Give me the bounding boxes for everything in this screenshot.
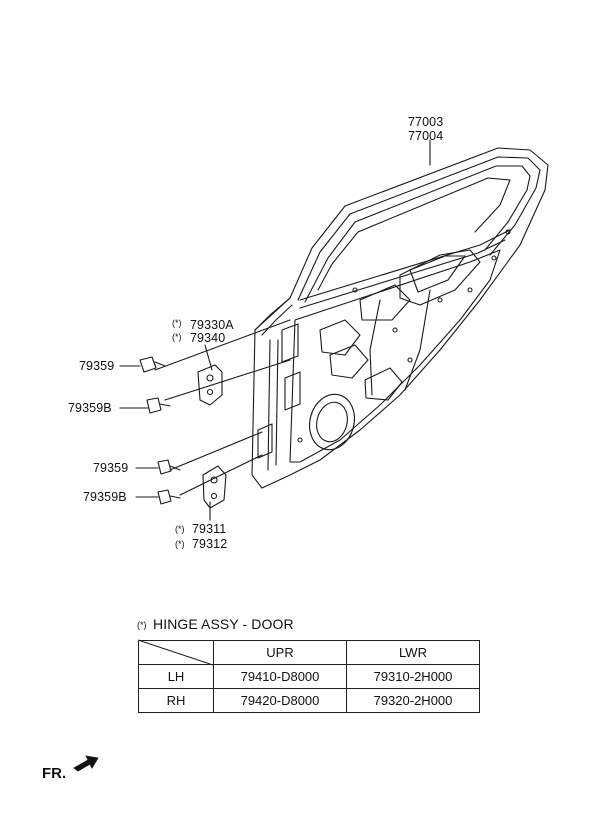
legend-title: HINGE ASSY - DOOR [153,616,294,632]
table-header-row: UPR LWR [138,640,480,665]
table-header-lwr: LWR [346,640,480,665]
inner-panel [289,249,501,463]
label-79359b-lower: 79359B [83,490,127,504]
star-mark: (*) [175,524,185,534]
label-79340: 79340 [190,331,226,345]
label-79359-lower: 79359 [93,461,129,475]
table-cell-lwr: 79320-2H000 [346,688,480,713]
table-cell-side: RH [138,688,214,713]
upper-bolt-1 [139,356,166,373]
front-indicator: FR. [42,765,67,782]
label-79330a: 79330A [190,318,234,332]
legend-mark: (*) [137,620,147,630]
label-79359-upper: 79359 [79,359,115,373]
table-header-blank [138,640,214,665]
label-79359b-upper: 79359B [68,401,112,415]
lower-bolt-2 [157,489,181,505]
upper-hinge [197,364,223,406]
lower-bolt-1 [157,459,181,475]
front-arrow-icon [73,755,99,772]
table-cell-side: LH [138,664,214,689]
star-mark: (*) [175,539,185,549]
table-cell-upr: 79410-D8000 [213,664,347,689]
label-79311: 79311 [192,522,227,536]
lower-hinge [202,465,227,509]
table-row: LH 79410-D8000 79310-2H000 [138,664,480,689]
upper-bolt-2 [146,397,171,414]
window-frame [297,156,541,301]
table-cell-upr: 79420-D8000 [213,688,347,713]
door-front-edge [254,297,291,331]
star-mark: (*) [172,318,182,328]
table-cell-lwr: 79310-2H000 [346,664,480,689]
label-79312: 79312 [192,537,228,551]
door-outline [251,147,549,489]
speaker-opening [308,393,356,451]
hinge-parts-table: UPR LWR LH 79410-D8000 79310-2H000 RH 79… [138,640,480,713]
star-mark: (*) [172,332,182,342]
table-row: RH 79420-D8000 79320-2H000 [138,688,480,713]
table-header-upr: UPR [213,640,347,665]
label-77003: 77003 [408,115,444,129]
label-77004: 77004 [408,129,444,143]
